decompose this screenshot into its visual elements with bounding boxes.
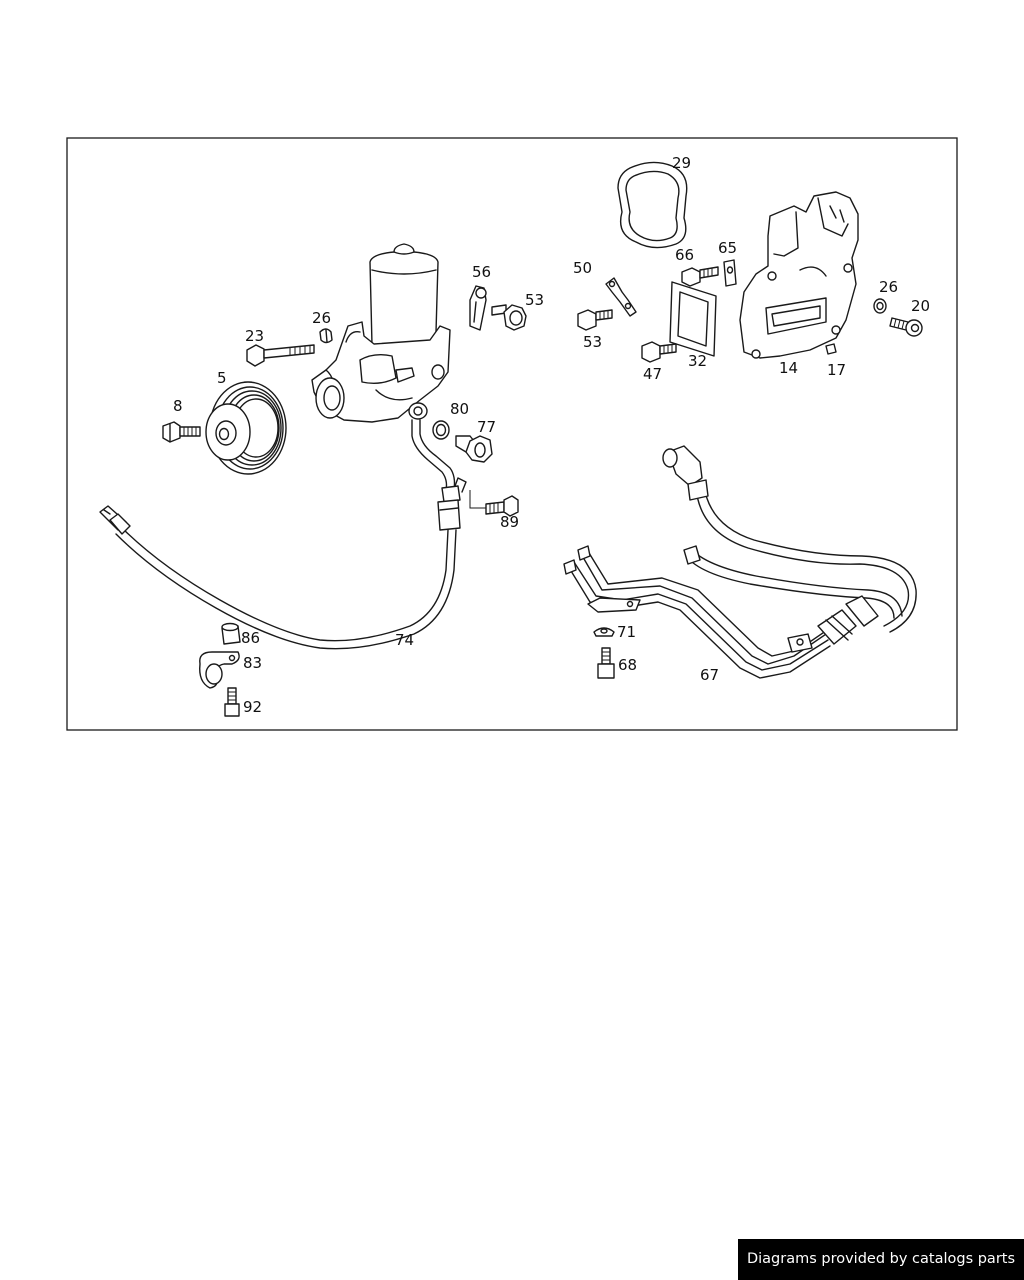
label-65: 65 [718, 239, 737, 257]
diagram-frame [66, 137, 958, 731]
label-66: 66 [675, 246, 694, 264]
label-74: 74 [395, 631, 414, 649]
part-bolt-53-left[interactable] [491, 304, 527, 331]
part-pressure-fitting[interactable] [408, 402, 467, 531]
label-53-right: 53 [583, 333, 602, 351]
part-banjo-bolt[interactable] [455, 435, 493, 463]
label-26-left: 26 [312, 309, 331, 327]
label-80: 80 [450, 400, 469, 418]
label-20: 20 [911, 297, 930, 315]
label-29: 29 [672, 154, 691, 172]
part-rubber-sleeve[interactable] [221, 622, 241, 645]
label-71: 71 [617, 623, 636, 641]
part-bolt-47[interactable] [641, 341, 677, 363]
label-56: 56 [472, 263, 491, 281]
part-bolt-20[interactable] [889, 317, 923, 337]
part-bolt-53-right[interactable] [577, 309, 613, 331]
label-14: 14 [779, 359, 798, 377]
part-gasket-32[interactable] [669, 281, 717, 357]
part-gasket-29[interactable] [617, 161, 688, 249]
label-86: 86 [241, 629, 260, 647]
part-seal-ring[interactable] [432, 420, 450, 440]
part-washer-right[interactable] [873, 298, 887, 314]
part-screw-92[interactable] [224, 687, 240, 717]
label-68: 68 [618, 656, 637, 674]
part-bolt-66[interactable] [681, 266, 719, 287]
label-8: 8 [173, 397, 183, 415]
part-plate-65[interactable] [723, 259, 737, 287]
label-47: 47 [643, 365, 662, 383]
part-pulley[interactable] [205, 381, 287, 475]
part-bracket[interactable] [469, 285, 487, 331]
label-67: 67 [700, 666, 719, 684]
part-housing-14[interactable] [739, 191, 859, 359]
label-89: 89 [500, 513, 519, 531]
part-long-bolt[interactable] [246, 344, 315, 367]
label-50: 50 [573, 259, 592, 277]
label-5: 5 [217, 369, 227, 387]
part-dowel-17[interactable] [825, 343, 837, 355]
label-26-right: 26 [879, 278, 898, 296]
label-77: 77 [477, 418, 496, 436]
label-83: 83 [243, 654, 262, 672]
label-92: 92 [243, 698, 262, 716]
part-hose-74[interactable] [99, 505, 457, 650]
label-53-left: 53 [525, 291, 544, 309]
part-line-assembly-67[interactable] [563, 445, 917, 679]
part-clamp[interactable] [199, 651, 240, 689]
part-pulley-bolt[interactable] [162, 421, 201, 443]
part-pump[interactable] [311, 243, 451, 423]
credit-banner: Diagrams provided by catalogs parts [738, 1239, 1024, 1280]
part-washer-71[interactable] [593, 627, 615, 637]
part-bolt-89[interactable] [469, 490, 519, 517]
label-23: 23 [245, 327, 264, 345]
part-screw-68[interactable] [597, 647, 615, 679]
part-washer-left[interactable] [319, 328, 333, 344]
part-bracket-strip[interactable] [605, 277, 637, 317]
label-32: 32 [688, 352, 707, 370]
label-17: 17 [827, 361, 846, 379]
